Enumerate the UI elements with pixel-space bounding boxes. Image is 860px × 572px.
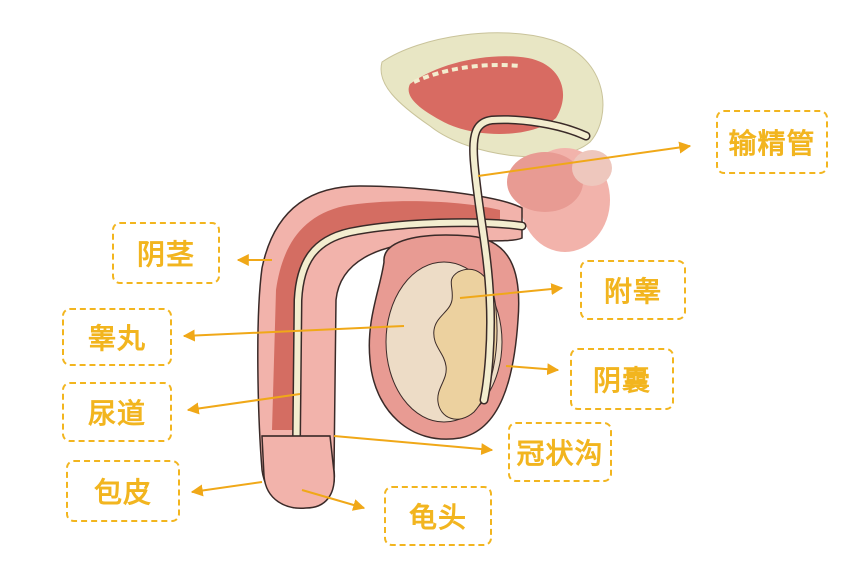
prostate-region	[507, 148, 612, 252]
bladder	[380, 32, 604, 158]
label-vas-deferens: 输精管	[716, 110, 828, 174]
label-scrotum: 阴囊	[570, 348, 674, 410]
leader-vas-deferens	[477, 141, 692, 177]
leader-urethra	[186, 393, 301, 415]
label-foreskin: 包皮	[66, 460, 180, 522]
label-testis: 睾丸	[62, 308, 172, 366]
label-epididymis: 附睾	[580, 260, 686, 320]
label-urethra: 尿道	[62, 382, 172, 442]
leader-glans	[301, 489, 366, 511]
label-penis: 阴茎	[112, 222, 220, 284]
glans	[261, 435, 335, 509]
vas-deferens	[469, 115, 591, 405]
label-glans: 龟头	[384, 486, 492, 546]
leader-epididymis	[459, 283, 564, 299]
leader-testis	[182, 325, 405, 342]
leader-coronal-sulcus	[333, 435, 494, 456]
leader-scrotum	[505, 363, 560, 376]
label-coronal-sulcus: 冠状沟	[508, 422, 612, 482]
leader-foreskin	[190, 481, 263, 497]
leader-lines	[182, 141, 692, 511]
epididymis	[433, 268, 498, 420]
